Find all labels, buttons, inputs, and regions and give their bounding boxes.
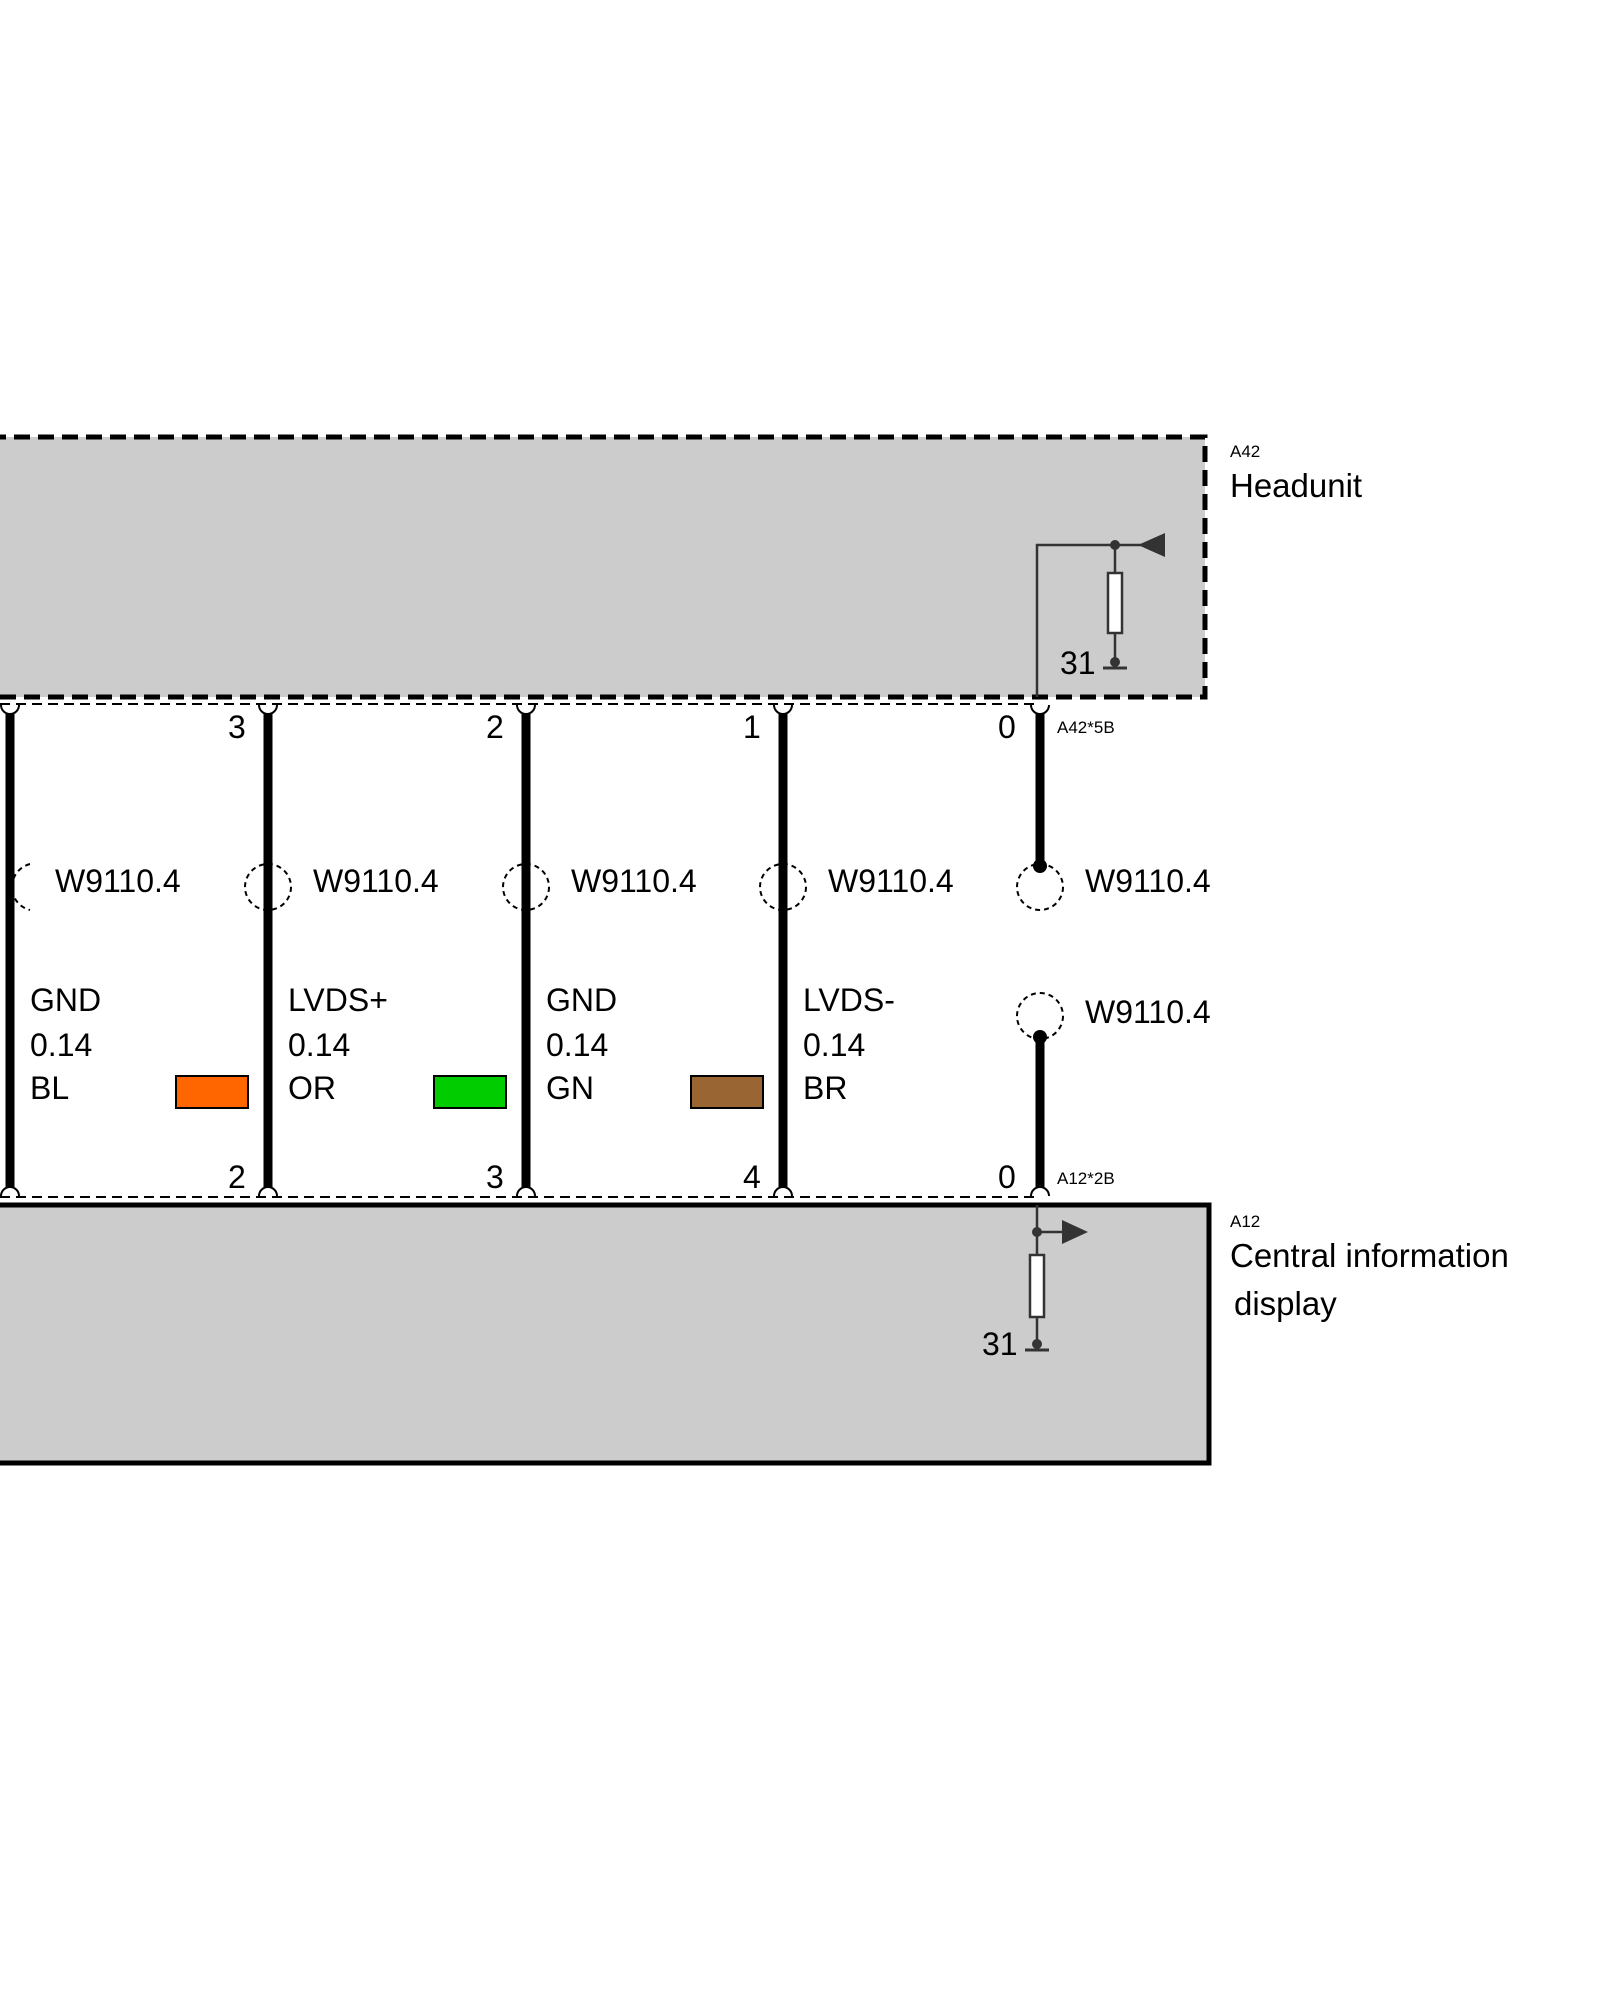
wire-3-color-swatch <box>690 1075 764 1109</box>
headunit-name: Headunit <box>1230 467 1362 504</box>
wire-0-color: BL <box>30 1070 69 1106</box>
wire-3-bottom-pin: 4 <box>743 1159 761 1195</box>
wire-0-signal: GND <box>30 982 101 1018</box>
wire-3-harness: W9110.4 <box>828 863 954 899</box>
wire-2-signal: GND <box>546 982 617 1018</box>
display-name-line2: display <box>1234 1285 1337 1322</box>
wire-1-top-pin: 3 <box>228 709 246 745</box>
wire-4-harness-lower: W9110.4 <box>1085 994 1211 1030</box>
wire-2-color-swatch <box>433 1075 507 1109</box>
wire-1-color: OR <box>288 1070 336 1106</box>
wire-pin0 <box>1016 704 1064 1197</box>
wire-2-bottom-pin: 3 <box>486 1159 504 1195</box>
wire-gnd-gn <box>502 704 550 1197</box>
display-connector-name: A12*2B <box>1057 1169 1115 1188</box>
wire-2-harness: W9110.4 <box>571 863 697 899</box>
wire-3-top-pin: 1 <box>743 709 761 745</box>
display-ground-label: 31 <box>982 1326 1018 1362</box>
wire-3-signal: LVDS- <box>803 982 895 1018</box>
wire-gnd-bl <box>0 704 31 1197</box>
wire-1-color-swatch <box>175 1075 249 1109</box>
wire-1-size: 0.14 <box>288 1027 350 1063</box>
wire-3-color: BR <box>803 1070 847 1106</box>
headunit-box-border <box>0 434 1208 700</box>
wire-2-color: GN <box>546 1070 594 1106</box>
headunit-node <box>1110 540 1120 550</box>
headunit-ground-node <box>1110 657 1120 667</box>
display-ref: A12 <box>1230 1212 1260 1231</box>
headunit-box <box>0 437 1205 697</box>
wire-lvds-plus-or <box>244 704 292 1197</box>
display-node <box>1032 1227 1042 1237</box>
wire-3-size: 0.14 <box>803 1027 865 1063</box>
headunit-ground-label: 31 <box>1060 645 1096 681</box>
display-arrow-icon <box>1062 1220 1088 1244</box>
display-ground-node <box>1032 1339 1042 1349</box>
headunit-arrow-icon <box>1138 533 1165 557</box>
wire-0-harness: W9110.4 <box>55 863 181 899</box>
wire-1-bottom-pin: 2 <box>228 1159 246 1195</box>
wire-2-top-pin: 2 <box>486 709 504 745</box>
display-termination <box>1025 1205 1062 1352</box>
wire-1-harness: W9110.4 <box>313 863 439 899</box>
headunit-connector-name: A42*5B <box>1057 718 1115 737</box>
wire-4-harness: W9110.4 <box>1085 863 1211 899</box>
wire-1-signal: LVDS+ <box>288 982 388 1018</box>
wire-0-size: 0.14 <box>30 1027 92 1063</box>
wire-lvds-minus-br <box>759 704 807 1197</box>
wire-2-size: 0.14 <box>546 1027 608 1063</box>
wire-4-bottom-pin: 0 <box>998 1159 1016 1195</box>
display-name-line1: Central information <box>1230 1237 1509 1274</box>
headunit-ref: A42 <box>1230 442 1260 461</box>
wire-4-top-pin: 0 <box>998 709 1016 745</box>
display-box <box>0 1202 1212 1466</box>
